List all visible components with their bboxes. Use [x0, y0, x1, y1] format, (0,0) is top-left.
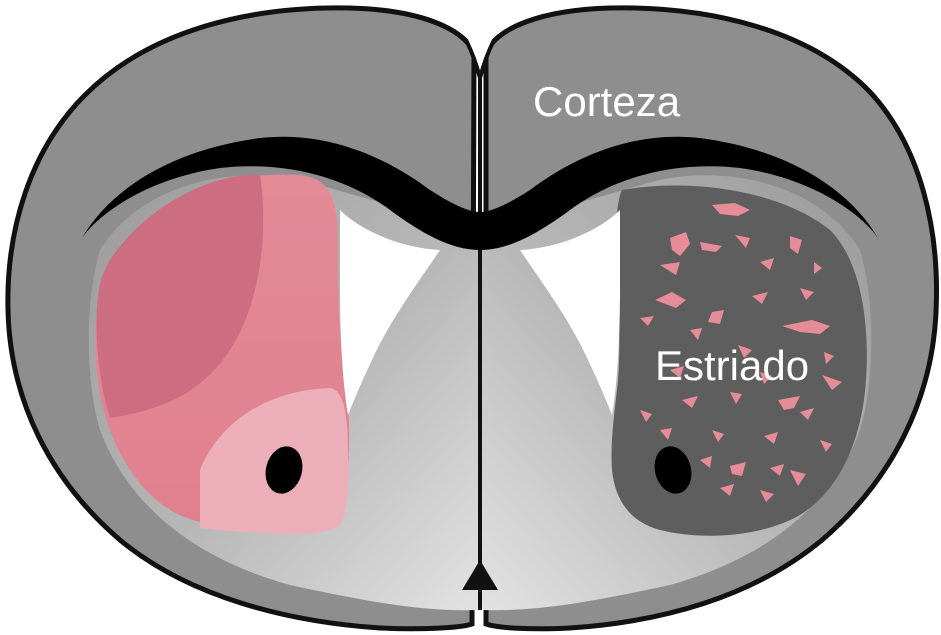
striatum-label: Estriado: [655, 342, 809, 389]
cortex-label: Corteza: [533, 78, 681, 125]
